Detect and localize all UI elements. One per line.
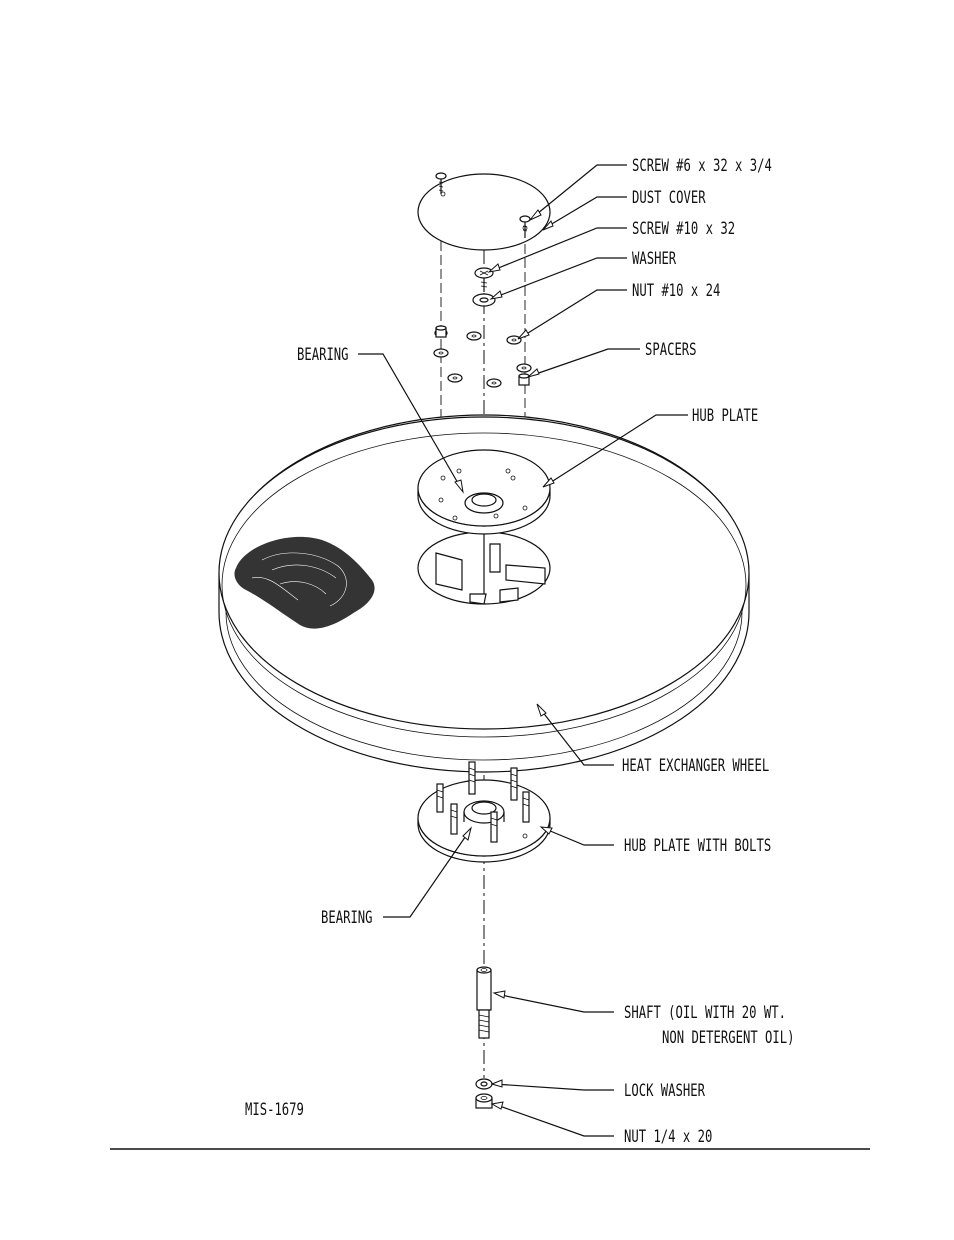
shaft <box>477 967 491 1038</box>
wheel-center-opening <box>418 532 550 604</box>
label-nut-1-4: NUT 1/4 x 20 <box>624 1127 712 1147</box>
label-bearing-bottom: BEARING <box>321 908 373 928</box>
lock-washer <box>476 1079 492 1089</box>
label-spacers: SPACERS <box>645 340 697 360</box>
label-heat-exchanger-wheel: HEAT EXCHANGER WHEEL <box>622 756 769 776</box>
nut-4 <box>434 349 448 357</box>
label-hub-plate: HUB PLATE <box>692 406 758 426</box>
dust-cover <box>418 174 550 250</box>
nut-3 <box>507 336 521 344</box>
label-screw-10: SCREW #10 x 32 <box>632 219 735 239</box>
nut-5 <box>517 364 531 372</box>
spacer-2 <box>519 374 529 385</box>
label-lock-washer: LOCK WASHER <box>624 1081 705 1101</box>
label-shaft-line2: NON DETERGENT OIL) <box>662 1028 795 1048</box>
label-nut-10: NUT #10 x 24 <box>632 281 720 301</box>
nut-1-4 <box>476 1094 492 1108</box>
nut-6 <box>448 374 462 382</box>
washer <box>473 294 495 306</box>
label-bearing-top: BEARING <box>297 345 349 365</box>
label-dust-cover: DUST COVER <box>632 188 706 208</box>
label-screw-6: SCREW #6 x 32 x 3/4 <box>632 156 772 176</box>
drawing-id: MIS-1679 <box>245 1100 304 1120</box>
label-shaft-line1: SHAFT (OIL WITH 20 WT. <box>624 1003 786 1023</box>
label-washer: WASHER <box>632 249 676 269</box>
label-hub-plate-bolts: HUB PLATE WITH BOLTS <box>624 836 771 856</box>
nut-2 <box>467 332 481 340</box>
hub-plate <box>418 450 550 534</box>
spacer-1 <box>436 326 446 337</box>
nut-7 <box>487 379 501 387</box>
